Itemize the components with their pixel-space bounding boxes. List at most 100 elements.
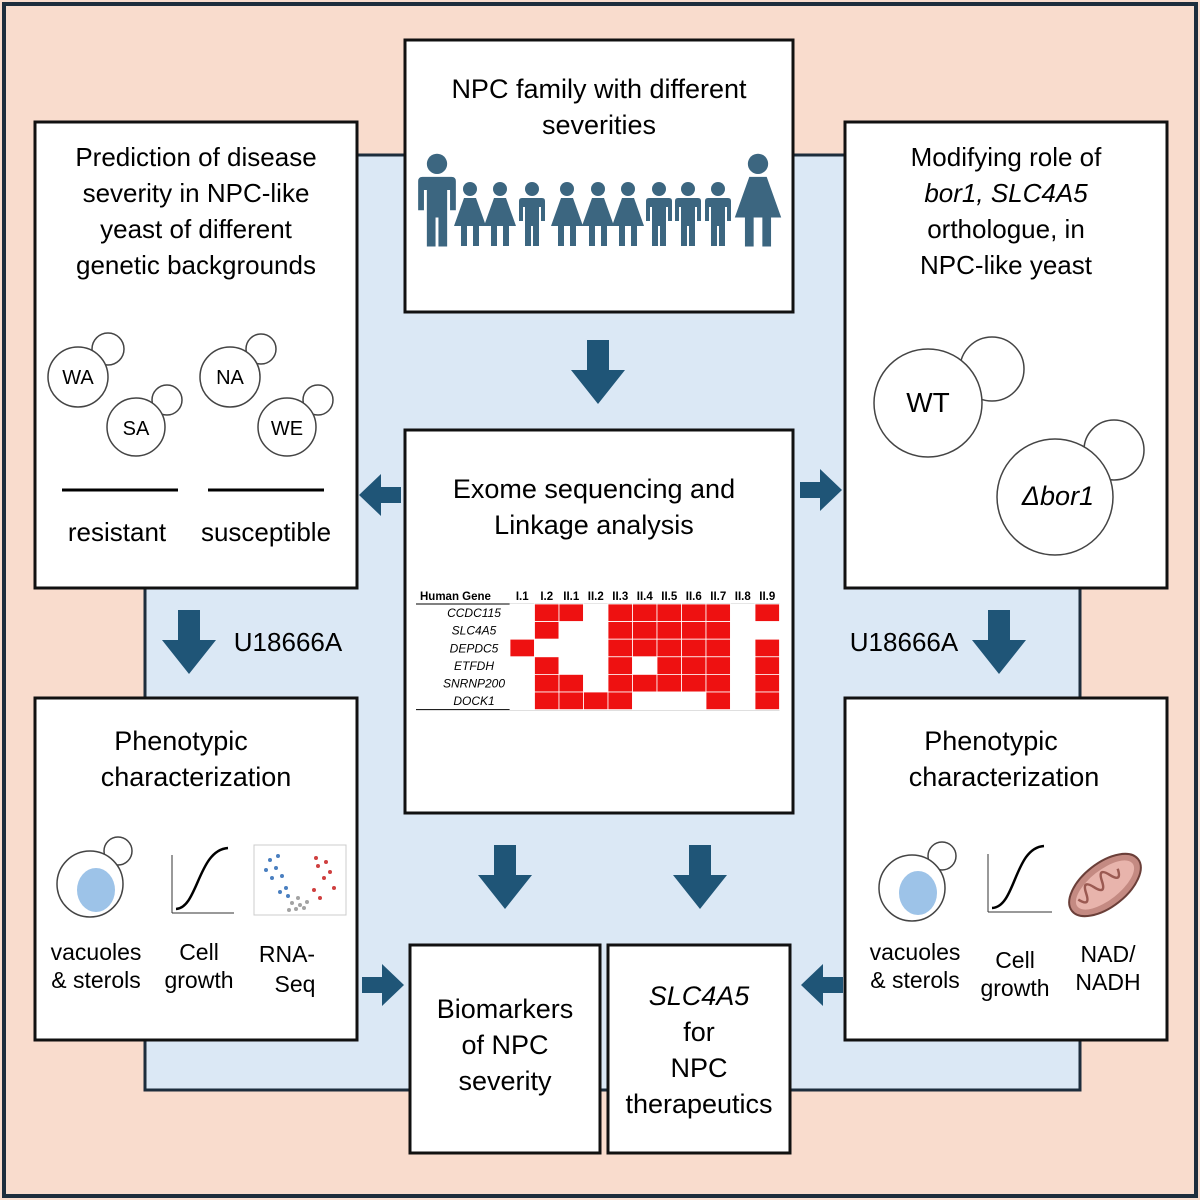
yeast-cell-we-icon [257,384,334,457]
left-item3-line1: RNA- [259,941,315,967]
table-cell [558,674,584,693]
left-bottom-line1: Phenotypic [114,726,248,756]
table-cell [509,603,535,623]
treatment-left-label: U18666A [234,627,343,657]
table-cell [730,656,756,675]
strain-we-label: WE [271,418,303,440]
table-cell [681,691,707,711]
volcano-plot-icon [253,844,347,916]
table-gene-name: SNRNP200 [443,677,505,691]
growth-curve-icon [987,844,1052,913]
table-cell [656,621,682,640]
table-cell [607,691,633,711]
left-item2-line2: growth [164,967,233,993]
vacuole-cell-icon [878,841,957,922]
yeast-cell-wt-icon [873,336,1025,458]
table-cell [534,674,560,693]
table-cell [558,603,584,623]
right-item2-line1: Cell [995,947,1035,973]
left-top-line4: genetic backgrounds [76,250,316,280]
table-cell [705,621,731,640]
table-cell [607,603,633,623]
left-item1-line1: vacuoles [51,939,142,965]
table-cell [558,621,584,640]
table-gene-name: DEPDC5 [450,641,499,655]
right-bottom-box: Phenotypic characterization vacuoles & s… [843,696,1169,1042]
table-cell [558,638,584,658]
strain-wa-label: WA [62,367,94,389]
table-column-header: II.4 [637,591,654,603]
top-box-line2: severities [542,110,656,140]
table-column-header: II.5 [661,591,678,603]
table-cell [607,638,633,658]
result-right-box: SLC4A5 for NPC therapeutics [606,943,792,1155]
table-gene-name: ETFDH [454,659,494,673]
left-top-line3: yeast of different [100,214,293,244]
table-column-header: II.8 [735,591,752,603]
table-cell [583,691,609,711]
table-cell [632,691,658,711]
table-cell [754,656,780,675]
table-cell [754,691,780,711]
yeast-cell-wa-icon [47,332,125,408]
table-column-header: II.3 [612,591,628,603]
table-cell [754,603,780,623]
table-cell [632,638,658,658]
right-top-box: Modifying role of bor1, SLC4A5 orthologu… [843,120,1169,590]
table-cell [730,621,756,640]
table-cell [730,691,756,711]
table-cell [607,656,633,675]
table-column-header: II.9 [759,591,775,603]
right-top-line4: NPC-like yeast [920,250,1093,280]
table-gene-name: DOCK1 [453,694,494,708]
right-bottom-line1: Phenotypic [924,726,1058,756]
result-left-box: Biomarkers of NPC severity [408,943,602,1155]
mitochondrion-icon [1068,852,1142,918]
table-cell [754,621,780,640]
table-cell [754,674,780,693]
table-cell [534,603,560,623]
right-top-line3: orthologue, in [927,214,1085,244]
cell-bor1-label: Δbor1 [1021,481,1094,511]
growth-curve-icon [171,846,234,914]
center-box: Exome sequencing and Linkage analysis Hu… [403,428,795,815]
strain-sa-label: SA [123,418,150,440]
left-item3-line2: Seq [275,971,316,997]
strain-na-label: NA [216,367,244,389]
table-cell [534,691,560,711]
table-cell [534,638,560,658]
left-bottom-box: Phenotypic characterization vacuoles & s… [33,696,359,1042]
top-box-line1: NPC family with different [451,74,747,104]
right-item1-line2: & sterols [870,967,959,993]
right-top-line1: Modifying role of [911,142,1103,172]
table-cell [754,638,780,658]
right-item3-line1: NAD/ [1081,941,1137,967]
right-item2-line2: growth [980,975,1049,1001]
left-bottom-line2: characterization [101,762,292,792]
table-cell [632,603,658,623]
table-column-header: II.1 [563,591,580,603]
table-column-header: II.7 [710,591,726,603]
table-cell [534,656,560,675]
left-top-line2: severity in NPC-like [83,178,310,208]
result-left-line1: Biomarkers [437,994,574,1024]
table-cell [583,674,609,693]
table-cell [730,638,756,658]
table-column-header: II.6 [686,591,702,603]
table-cell [681,674,707,693]
right-bottom-line2: characterization [909,762,1100,792]
table-cell [681,621,707,640]
table-cell [509,691,535,711]
table-gene-name: CCDC115 [447,606,501,620]
table-cell [534,621,560,640]
result-right-line1: SLC4A5 [649,981,751,1011]
result-left-line3: severity [458,1066,552,1096]
table-cell [583,603,609,623]
table-cell [583,621,609,640]
table-cell [558,656,584,675]
right-item1-line1: vacuoles [870,939,961,965]
table-cell [705,674,731,693]
table-cell [509,621,535,640]
top-box: NPC family with different severities [403,38,795,314]
table-cell [681,656,707,675]
